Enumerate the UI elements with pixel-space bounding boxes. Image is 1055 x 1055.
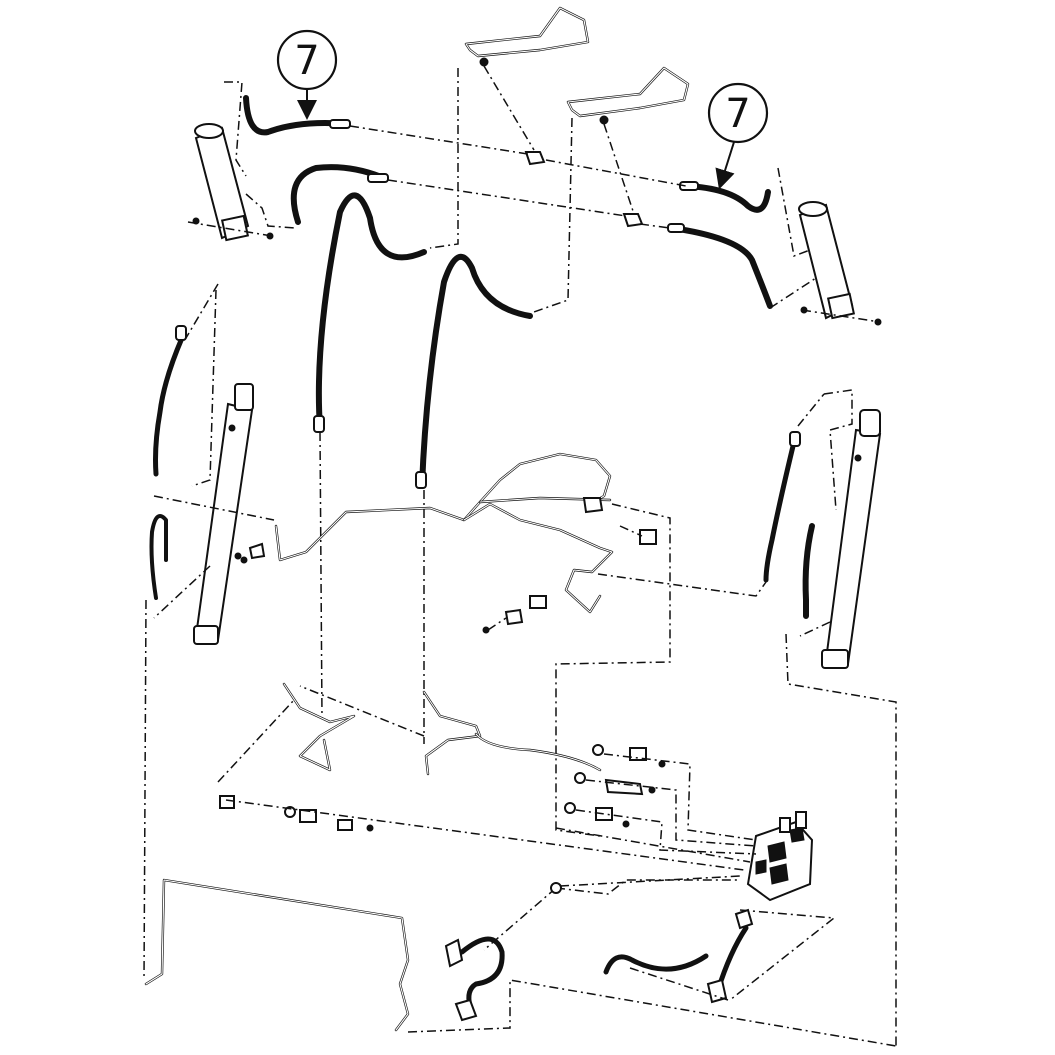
top-routing-lines [224,65,817,313]
bottom-long-tube [144,878,410,1032]
central-tube-assembly [274,452,614,614]
lower-tube-assembly-left [282,682,356,772]
callout-7-left-label: 7 [294,38,319,84]
top-tube-assembly-right [566,66,690,125]
right-lift-cylinder [821,409,882,669]
top-left-upper-hose [243,95,351,136]
callout-7-left: 7 [276,29,338,120]
top-left-lower-hose [290,164,389,225]
middle-routing-lines [143,283,897,1046]
lower-tube-assembly-right [422,690,602,776]
bottom-fitting [550,882,562,894]
center-loop-hose-left [313,192,427,433]
left-lift-hoses [149,325,187,600]
valve-routing-lines [217,685,836,1001]
right-tilt-cylinder [798,201,882,326]
bottom-hose-right [603,908,754,1004]
valve-fittings [219,744,666,832]
callout-7-right-label: 7 [725,91,750,137]
callout-7-right: 7 [707,82,769,190]
left-lift-cylinder [193,383,254,645]
left-tilt-cylinder [187,123,274,242]
bottom-hose-left [444,936,505,1022]
bottom-routing-lines [407,879,897,1047]
fitting-top-2 [622,213,644,228]
top-right-upper-hose [679,181,771,213]
center-loop-hose-right [415,253,533,489]
top-right-lower-hose [667,223,773,309]
middle-fittings [240,497,657,634]
right-lift-hoses [763,431,815,619]
fitting-top-1 [524,151,546,166]
control-valve [746,811,814,902]
top-tube-assembly-left [464,6,590,67]
